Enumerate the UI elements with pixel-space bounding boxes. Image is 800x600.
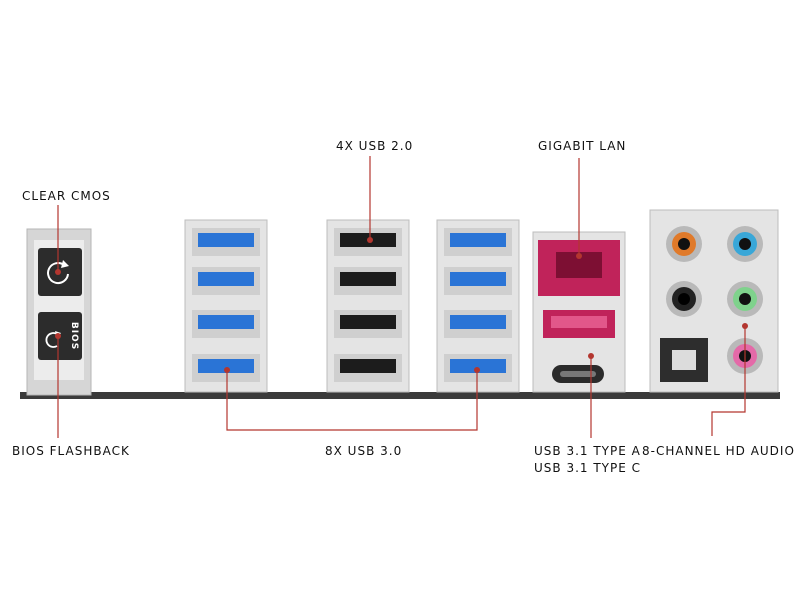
lan-usb31-block bbox=[532, 231, 626, 393]
clear-cmos-point bbox=[55, 269, 61, 275]
usb30-port[interactable] bbox=[192, 310, 260, 338]
bios-button-text: BIOS bbox=[69, 322, 79, 350]
lan-point bbox=[576, 253, 582, 259]
bios-flashback-point bbox=[55, 333, 61, 339]
usb30-port[interactable] bbox=[444, 310, 512, 338]
usb20-stack bbox=[326, 219, 410, 393]
usb30-port[interactable] bbox=[444, 267, 512, 295]
clear-cmos-label: CLEAR CMOS bbox=[22, 189, 111, 203]
usb20-port[interactable] bbox=[334, 354, 402, 382]
usb30-port[interactable] bbox=[192, 228, 260, 256]
audio-point bbox=[742, 323, 748, 329]
audio-block bbox=[649, 209, 779, 393]
usb30-port[interactable] bbox=[192, 267, 260, 295]
io-baseplate bbox=[20, 392, 780, 399]
audio-leader bbox=[711, 326, 746, 436]
usb30-label: 8X USB 3.0 bbox=[325, 444, 402, 458]
bios-flashback-label: BIOS FLASHBACK bbox=[12, 444, 130, 458]
audio-label: 8-CHANNEL HD AUDIO bbox=[642, 444, 795, 458]
usb31-type-c-label: USB 3.1 TYPE C bbox=[534, 461, 641, 475]
usb20-port[interactable] bbox=[334, 267, 402, 295]
usb20-label: 4X USB 2.0 bbox=[336, 139, 413, 153]
usb30-port[interactable] bbox=[444, 228, 512, 256]
usb30-stack-left bbox=[184, 219, 268, 393]
usb30-left-point bbox=[224, 367, 230, 373]
usb30-stack-right bbox=[436, 219, 520, 393]
usb20-point bbox=[367, 237, 373, 243]
usb31-type-a-label: USB 3.1 TYPE A bbox=[534, 444, 641, 458]
cmos-bios-block: BIOS bbox=[26, 228, 92, 396]
usb30-leader bbox=[226, 370, 478, 431]
usb31-point bbox=[588, 353, 594, 359]
gigabit-lan-label: GIGABIT LAN bbox=[538, 139, 626, 153]
usb20-port[interactable] bbox=[334, 310, 402, 338]
usb30-right-point bbox=[474, 367, 480, 373]
